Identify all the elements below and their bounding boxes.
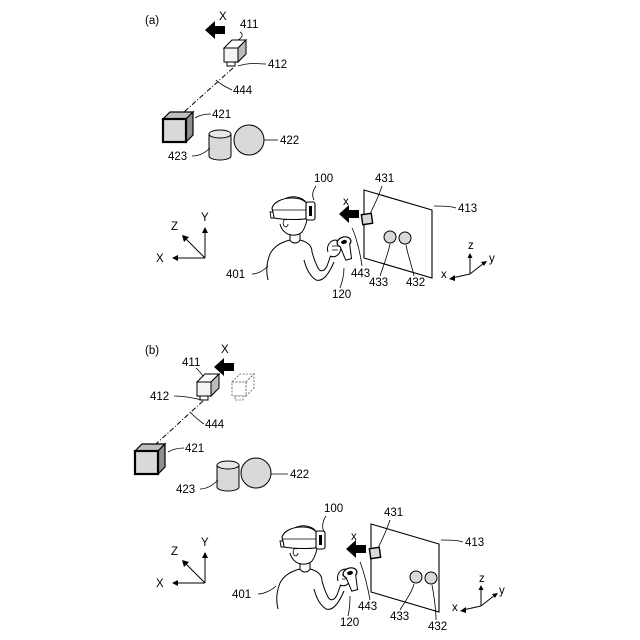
ref-421: 421: [212, 109, 231, 121]
ref-432-b: 432: [428, 621, 447, 633]
ref-433-b: 433: [390, 611, 409, 623]
cube-icon-b: [135, 444, 165, 474]
camera-cube-icon-b: [197, 374, 219, 400]
ref-443: 443: [351, 268, 370, 280]
ref-413: 413: [458, 203, 477, 215]
ref-411-b: 411: [182, 357, 200, 369]
screen-413-b: [371, 524, 439, 612]
ref-423-b: 423: [176, 484, 195, 496]
screen-413: [364, 190, 432, 278]
ref-401-b: 401: [232, 589, 251, 601]
sphere-icon: [234, 125, 264, 155]
panel-b-letter: (b): [145, 345, 159, 357]
ref-120: 120: [332, 289, 351, 301]
person-icon-b: [277, 526, 351, 610]
panel-a: (a) X 411 412 444 421 422 423 Z Y X 100: [145, 11, 495, 301]
ref-100-b: 100: [324, 503, 343, 515]
small-x-label: x: [343, 196, 349, 208]
camera-cube-icon: [224, 40, 246, 66]
ref-444-b: 444: [205, 419, 225, 431]
ref-401: 401: [226, 269, 245, 281]
screen-z-label-b: z: [479, 573, 485, 585]
ref-100: 100: [314, 173, 333, 185]
line-444: [184, 68, 233, 112]
ref-422-b: 422: [290, 469, 309, 481]
ref-413-b: 413: [465, 537, 484, 549]
world-z-label: Z: [171, 221, 178, 233]
screen-axes-icon: [449, 253, 487, 281]
ref-412: 412: [268, 59, 287, 71]
panel-a-letter: (a): [145, 15, 159, 27]
camera-cube-ghost-icon: [232, 374, 254, 400]
ref-431-b: 431: [384, 507, 403, 519]
sphere-icon-b: [241, 458, 271, 488]
ref-433: 433: [369, 277, 388, 289]
world-y-label: Y: [201, 212, 209, 224]
cube-icon: [163, 112, 193, 142]
ref-421-b: 421: [185, 443, 204, 455]
screen-axes-icon-b: [460, 585, 498, 613]
person-icon: [267, 197, 341, 281]
x-arrow-icon-b: [214, 358, 234, 376]
ref-422: 422: [280, 135, 299, 147]
cylinder-icon: [209, 130, 231, 160]
ref-412-b: 412: [150, 391, 169, 403]
world-x-label: X: [156, 253, 164, 265]
screen-y-label: y: [489, 253, 495, 265]
ref-431: 431: [375, 173, 394, 185]
world-z-label-b: Z: [171, 546, 178, 558]
screen-y-label-b: y: [499, 585, 505, 597]
world-x-label-b: X: [156, 578, 164, 590]
x-axis-label-upper-b: X: [221, 344, 229, 356]
x-arrow-icon: [205, 21, 225, 39]
selection-box-431-b: [369, 547, 380, 558]
x-axis-label-upper: X: [219, 11, 227, 23]
cylinder-icon-b: [217, 461, 239, 491]
small-x-label-b: x: [351, 531, 357, 543]
screen-x-label: x: [441, 269, 447, 281]
ref-120-b: 120: [340, 617, 359, 629]
ref-444: 444: [233, 85, 253, 97]
world-y-label-b: Y: [201, 537, 209, 549]
line-444-b: [156, 401, 203, 444]
ref-443-b: 443: [358, 601, 377, 613]
ref-423: 423: [168, 151, 187, 163]
panel-b: (b) X 411 412 444 421 422 423 Z Y X 100: [135, 344, 505, 633]
ref-432: 432: [406, 277, 425, 289]
screen-x-label-b: x: [452, 602, 458, 614]
selection-box-431: [361, 213, 372, 224]
ref-411: 411: [240, 19, 258, 31]
x-arrow-small-icon: [339, 205, 359, 223]
screen-z-label: z: [468, 240, 474, 252]
